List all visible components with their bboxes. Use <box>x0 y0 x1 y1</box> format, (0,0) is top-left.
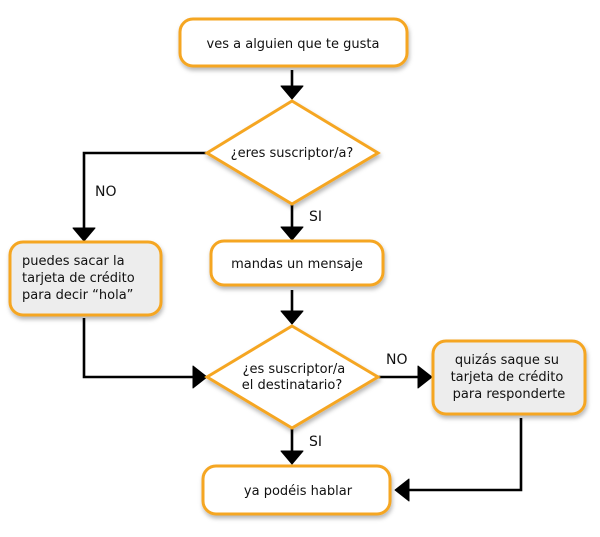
edge-label-no-recipient: NO <box>386 352 408 368</box>
arrowhead <box>192 365 208 389</box>
node-recipient-card-line: tarjeta de crédito <box>451 370 564 385</box>
node-start: ves a alguien que te gusta <box>178 17 409 68</box>
node-recipient-question-label: ¿es suscriptor/a el destinatario? <box>242 362 350 393</box>
node-recipient-card-label: quizás saque su tarjeta de crédito para … <box>451 353 568 402</box>
arrowhead <box>417 365 433 389</box>
node-subscriber-question: ¿eres suscriptor/a? <box>204 99 381 206</box>
edge-label-yes-subscriber: SI <box>309 209 322 225</box>
node-buy-card: puedes sacar la tarjeta de crédito para … <box>8 240 163 317</box>
edge-label-no-subscriber: NO <box>95 184 117 200</box>
node-send-message: mandas un mensaje <box>209 239 385 287</box>
edge-labels: NO SI NO SI <box>95 184 408 450</box>
node-recipient-card-line: para responderte <box>453 387 566 402</box>
arrowhead <box>394 478 410 502</box>
node-recipient-card-line: quizás saque su <box>455 353 559 368</box>
node-end-label: ya podéis hablar <box>244 484 353 499</box>
node-end: ya podéis hablar <box>201 464 392 516</box>
node-buy-card-line: para decir “hola” <box>22 288 133 303</box>
node-buy-card-label: puedes sacar la tarjeta de crédito para … <box>22 254 139 303</box>
node-send-message-box <box>209 239 385 287</box>
arrowhead <box>72 227 96 242</box>
edge-label-yes-recipient: SI <box>309 434 322 450</box>
node-end-box <box>201 464 392 516</box>
node-send-message-label: mandas un mensaje <box>231 257 363 272</box>
node-recipient-card: quizás saque su tarjeta de crédito para … <box>431 339 587 416</box>
node-subscriber-question-diamond <box>204 99 381 206</box>
node-buy-card-box <box>8 240 163 317</box>
node-buy-card-line: puedes sacar la <box>22 254 125 269</box>
node-recipient-question-line: el destinatario? <box>242 378 343 393</box>
node-subscriber-question-label: ¿eres suscriptor/a? <box>231 146 354 161</box>
edge-recipient-card-to-end <box>407 418 523 492</box>
edge-subscriber-no-to-buy-card <box>82 151 210 230</box>
arrowhead <box>280 450 304 465</box>
node-start-label: ves a alguien que te gusta <box>207 37 380 52</box>
node-buy-card-line: tarjeta de crédito <box>22 271 135 286</box>
node-recipient-question-diamond <box>204 324 381 430</box>
arrowhead <box>280 310 304 325</box>
arrowhead <box>280 226 304 241</box>
node-recipient-card-box <box>431 339 587 416</box>
node-recipient-question-line: ¿es suscriptor/a <box>243 362 346 377</box>
node-recipient-question: ¿es suscriptor/a el destinatario? <box>204 324 381 430</box>
edges <box>72 70 523 502</box>
node-start-box <box>178 17 409 68</box>
arrowhead <box>280 85 304 100</box>
edge-buy-card-to-recipient-question <box>82 318 195 379</box>
